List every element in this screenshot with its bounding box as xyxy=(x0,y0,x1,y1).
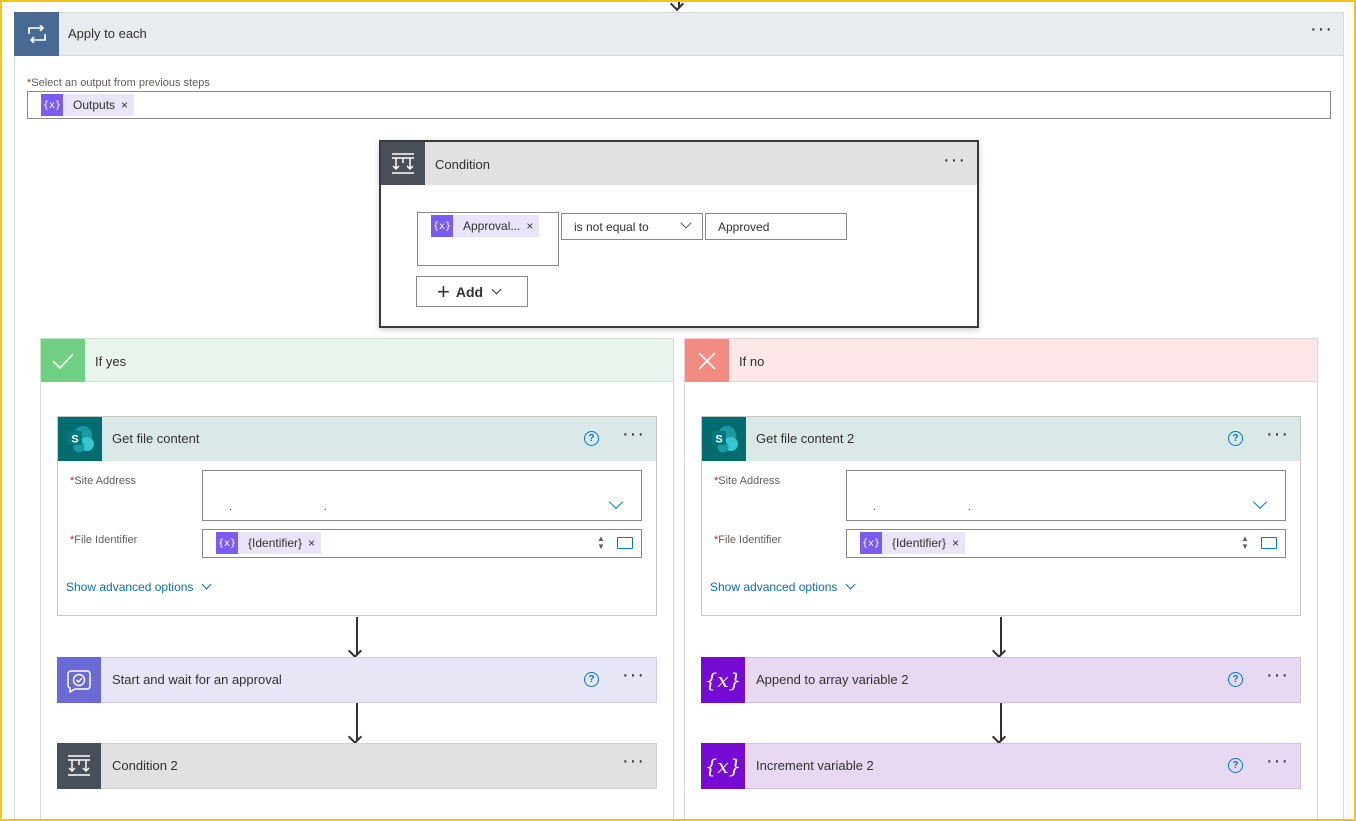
increment-variable-more-button[interactable]: ··· xyxy=(1266,750,1289,772)
remove-token-button[interactable]: × xyxy=(952,536,960,550)
apply-to-each-more-button[interactable]: ··· xyxy=(1310,18,1333,40)
condition-2-more-button[interactable]: ··· xyxy=(622,750,645,772)
remove-token-button[interactable]: × xyxy=(308,536,316,550)
apply-to-each-body xyxy=(14,56,1344,821)
show-advanced-options-link[interactable]: Show advanced options xyxy=(710,579,856,594)
select-output-input[interactable]: {x} Outputs × xyxy=(27,91,1331,119)
chevron-down-icon xyxy=(608,494,624,510)
approval-icon xyxy=(57,657,101,703)
file-identifier-input[interactable]: {x} {Identifier} × ▲▼ xyxy=(202,529,642,558)
remove-token-button[interactable]: × xyxy=(526,219,534,233)
condition-more-button[interactable]: ··· xyxy=(943,149,966,171)
help-icon[interactable]: ? xyxy=(584,672,599,687)
get-file-content-2-more-button[interactable]: ··· xyxy=(1266,423,1289,445)
chevron-down-icon xyxy=(491,284,502,295)
connector-arrow xyxy=(356,703,358,741)
sharepoint-icon: S xyxy=(702,417,746,461)
help-icon[interactable]: ? xyxy=(1228,672,1243,687)
plus-icon: + xyxy=(437,278,450,304)
condition-left-operand[interactable]: {x} Approval... × xyxy=(417,212,559,266)
start-approval-card[interactable] xyxy=(57,657,657,703)
file-identifier-label: *File Identifier xyxy=(714,534,782,546)
increment-variable-title: Increment variable 2 xyxy=(756,758,874,773)
apply-to-each-title: Apply to each xyxy=(68,26,147,41)
get-file-content-header[interactable] xyxy=(58,417,656,461)
get-file-content-2-title: Get file content 2 xyxy=(756,431,855,446)
start-approval-more-button[interactable]: ··· xyxy=(622,664,645,686)
site-address-dropdown[interactable]: . . xyxy=(202,470,642,521)
site-address-value: . . xyxy=(229,501,327,513)
condition-2-title: Condition 2 xyxy=(112,758,178,773)
approval-token[interactable]: {x} Approval... × xyxy=(431,215,540,237)
select-output-label: *Select an output from previous steps xyxy=(27,77,210,89)
yes-branch-title: If yes xyxy=(95,354,127,369)
remove-token-button[interactable]: × xyxy=(121,98,129,112)
stepper-icon[interactable]: ▲▼ xyxy=(1241,534,1249,551)
condition-header[interactable] xyxy=(381,142,977,185)
add-button[interactable]: + Add xyxy=(416,276,528,307)
file-identifier-label: *File Identifier xyxy=(70,534,138,546)
sharepoint-icon: S xyxy=(58,417,102,461)
chevron-down-icon xyxy=(845,579,856,590)
condition-value-input[interactable]: Approved xyxy=(705,213,847,240)
x-icon xyxy=(685,339,729,382)
folder-icon[interactable] xyxy=(617,537,633,549)
append-to-array-title: Append to array variable 2 xyxy=(756,672,909,687)
chevron-down-icon xyxy=(201,579,212,590)
help-icon[interactable]: ? xyxy=(1228,758,1243,773)
folder-icon[interactable] xyxy=(1261,537,1277,549)
get-file-content-2-header[interactable] xyxy=(702,417,1300,461)
expression-icon: {x} xyxy=(216,532,238,554)
required-mark: * xyxy=(27,77,32,89)
start-approval-title: Start and wait for an approval xyxy=(112,672,282,687)
connector-arrow xyxy=(678,0,680,8)
identifier-token[interactable]: {x} {Identifier} × xyxy=(216,532,322,554)
get-file-content-title: Get file content xyxy=(112,431,200,446)
loop-icon xyxy=(14,12,59,56)
site-address-value: . . xyxy=(873,501,971,513)
connector-arrow xyxy=(1000,617,1002,655)
get-file-content-more-button[interactable]: ··· xyxy=(622,423,645,445)
expression-icon: {x} xyxy=(41,94,63,116)
outputs-token[interactable]: {x} Outputs × xyxy=(41,94,135,116)
chevron-down-icon xyxy=(1252,494,1268,510)
connector-arrow xyxy=(356,617,358,655)
file-identifier-input[interactable]: {x} {Identifier} × ▲▼ xyxy=(846,529,1286,558)
condition-icon xyxy=(57,743,101,789)
help-icon[interactable]: ? xyxy=(1228,431,1243,446)
site-address-label: *Site Address xyxy=(70,475,137,487)
increment-variable-card[interactable] xyxy=(701,743,1301,789)
show-advanced-options-link[interactable]: Show advanced options xyxy=(66,579,212,594)
condition-icon xyxy=(381,142,425,185)
operator-dropdown[interactable]: is not equal to xyxy=(561,213,703,240)
connector-arrow xyxy=(1000,703,1002,741)
svg-text:S: S xyxy=(71,434,78,446)
no-branch-header[interactable] xyxy=(684,338,1318,382)
svg-text:S: S xyxy=(715,434,722,446)
apply-to-each-header[interactable] xyxy=(14,12,1344,56)
no-branch-title: If no xyxy=(739,354,765,369)
condition-title: Condition xyxy=(435,157,490,172)
variable-icon: {x} xyxy=(701,743,745,789)
site-address-label: *Site Address xyxy=(714,475,781,487)
checkmark-icon xyxy=(41,339,85,382)
chevron-down-icon xyxy=(680,217,692,229)
help-icon[interactable]: ? xyxy=(584,431,599,446)
expression-icon: {x} xyxy=(431,215,453,237)
append-to-array-more-button[interactable]: ··· xyxy=(1266,664,1289,686)
site-address-dropdown[interactable]: . . xyxy=(846,470,1286,521)
stepper-icon[interactable]: ▲▼ xyxy=(597,534,605,551)
yes-branch-header[interactable] xyxy=(40,338,674,382)
variable-icon: {x} xyxy=(701,657,745,703)
identifier-token[interactable]: {x} {Identifier} × xyxy=(860,532,966,554)
expression-icon: {x} xyxy=(860,532,882,554)
condition-2-card[interactable] xyxy=(57,743,657,789)
